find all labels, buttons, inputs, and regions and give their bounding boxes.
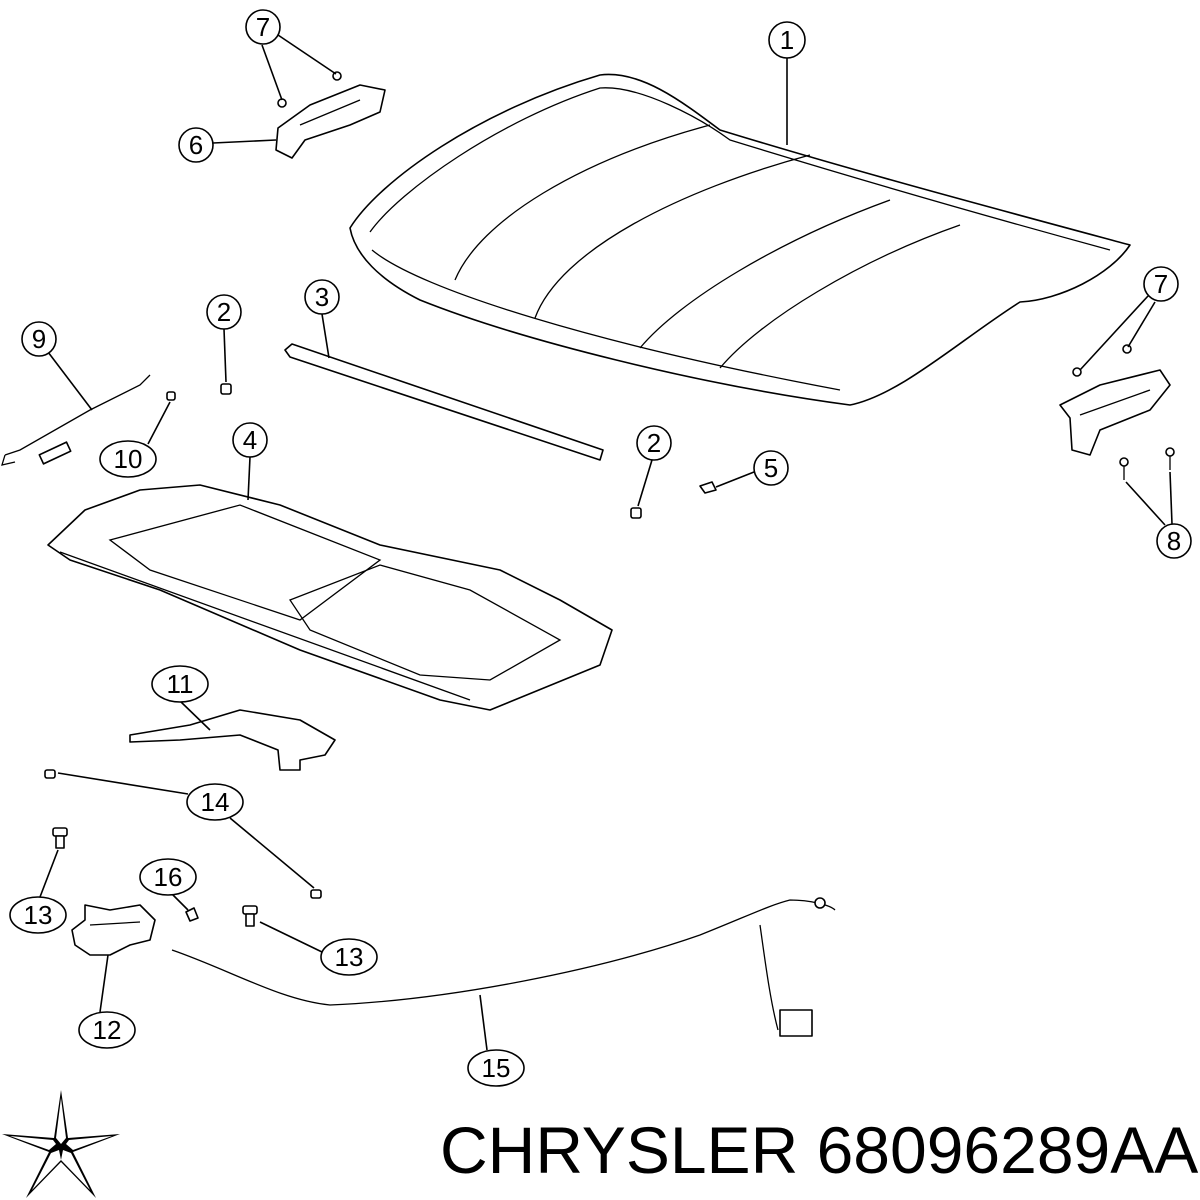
part-hood-hinge-right [1059,344,1175,480]
callout-13-right: 13 [259,921,378,976]
chrysler-pentastar-logo [2,1090,120,1198]
svg-text:5: 5 [764,453,778,483]
part-bumper-left [220,383,232,395]
callout-16: 16 [139,858,197,911]
callout-14: 14 [57,772,315,889]
svg-text:11: 11 [167,669,194,699]
svg-text:6: 6 [189,130,203,160]
part-bumper-14b [310,889,322,899]
svg-text:13: 13 [24,900,53,930]
part-hood-silencer [47,484,613,711]
brand-part-number-caption: CHRYSLER 68096289AA [440,1105,1198,1195]
svg-text:8: 8 [1167,526,1181,556]
part-hood-hinge-left [275,71,386,159]
part-bumper-right [630,507,642,519]
svg-text:13: 13 [335,942,364,972]
part-prop-rod-clip [166,391,176,401]
part-cable-clip [185,907,199,922]
callout-2-left: 2 [206,294,242,383]
svg-text:9: 9 [32,324,46,354]
part-bolt-13b [242,905,258,927]
callout-13-left: 13 [9,849,67,934]
svg-text:15: 15 [482,1053,511,1083]
callout-1: 1 [768,21,806,145]
brand-name: CHRYSLER [440,1113,799,1187]
callout-7-left: 7 [245,9,337,101]
part-hood-seal [284,343,604,461]
part-retainer-clip [699,481,717,494]
callout-11: 11 [151,665,211,731]
part-bumper-14a [44,769,56,779]
callout-9: 9 [21,321,93,411]
svg-text:10: 10 [114,444,143,474]
callout-7-right: 7 [1079,266,1179,371]
callout-12: 12 [78,954,136,1049]
svg-text:12: 12 [93,1015,122,1045]
part-hood-release-cable [171,897,836,1037]
svg-text:7: 7 [1154,269,1168,299]
svg-text:7: 7 [256,12,270,42]
part-bolt-13a [52,827,68,849]
part-hood-latch [71,904,156,956]
callout-8: 8 [1125,471,1192,559]
callout-3: 3 [304,279,340,359]
part-number: 68096289AA [816,1113,1199,1187]
callout-2-right: 2 [636,425,672,507]
svg-text:14: 14 [201,787,230,817]
part-hood-prop-rod [1,374,151,466]
svg-text:1: 1 [780,25,794,55]
part-hood [349,73,1131,406]
svg-text:3: 3 [315,282,329,312]
callout-5: 5 [715,450,789,488]
callout-6: 6 [178,127,277,163]
svg-text:4: 4 [243,425,257,455]
svg-text:2: 2 [217,297,231,327]
svg-text:2: 2 [647,428,661,458]
callout-10: 10 [99,401,171,478]
callout-4: 4 [232,422,268,501]
svg-text:16: 16 [154,862,183,892]
callout-15: 15 [467,994,525,1087]
part-latch-bracket [129,709,336,771]
